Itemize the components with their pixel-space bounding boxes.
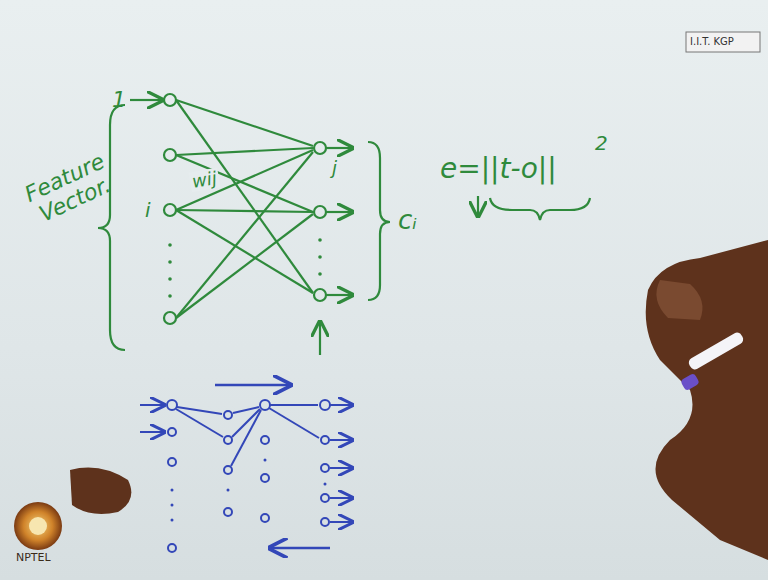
node-index: j: [330, 158, 339, 178]
logo-text: I.I.T. KGP: [690, 36, 734, 47]
multi-layer-net: [140, 385, 352, 552]
ellipsis-dots: [168, 238, 322, 298]
hand-illustration: [70, 240, 768, 560]
nptel-logo: [14, 502, 62, 550]
weight-label: wij: [188, 168, 220, 192]
node-index: i: [145, 199, 151, 221]
ellipsis-dots: [171, 459, 327, 522]
class-label: cᵢ: [398, 206, 417, 235]
logo-box: [686, 32, 760, 52]
nptel-text: NPTEL: [16, 552, 51, 564]
nptel-logo: [29, 517, 47, 535]
error-formula: e=||t-o||: [440, 154, 557, 185]
single-layer-net: [98, 94, 590, 355]
exponent: 2: [595, 132, 608, 154]
bias-input: 1: [112, 88, 126, 112]
